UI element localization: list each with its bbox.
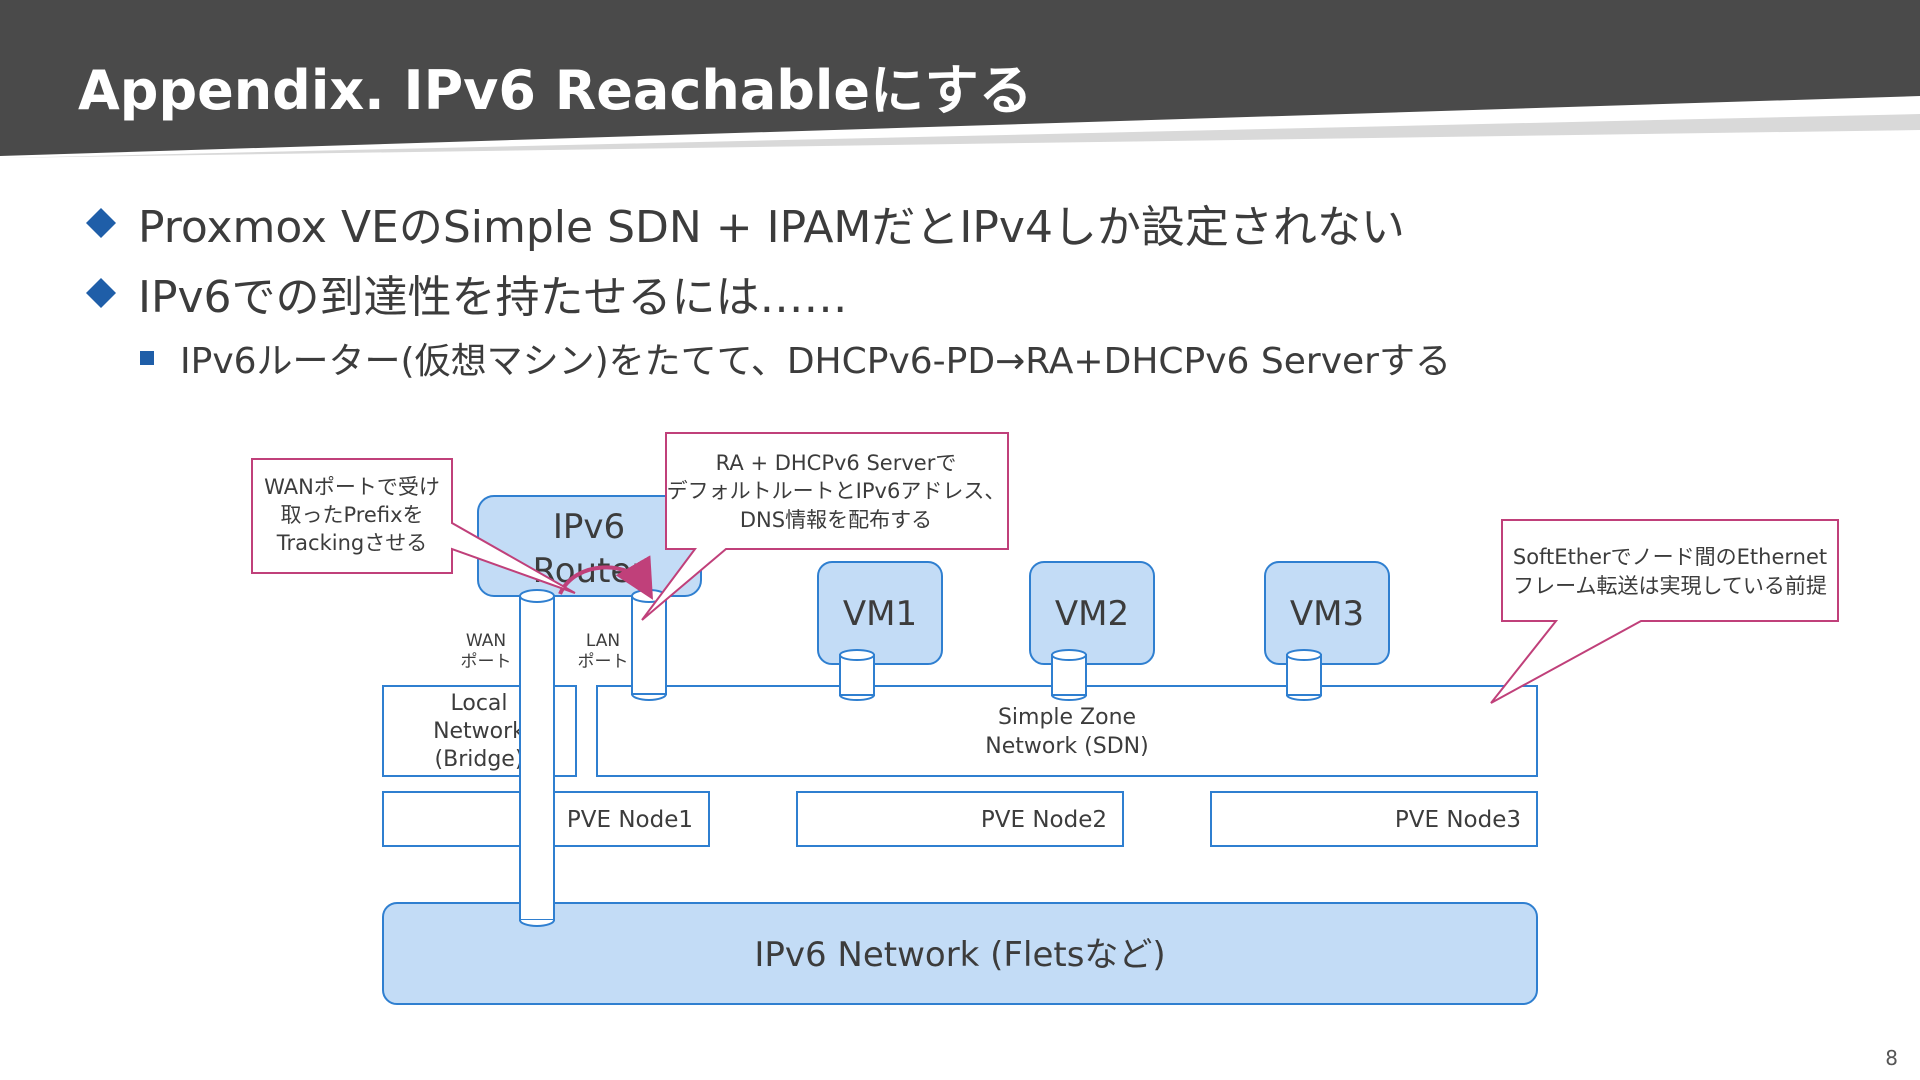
vm2-label: VM2	[1055, 594, 1129, 634]
ipv6-network-box	[382, 902, 1538, 1005]
callout-softether-line1: SoftEtherでノード間のEthernet	[1513, 545, 1827, 569]
callout-wan-line2: 取ったPrefixを	[280, 503, 423, 527]
vm2-box	[1029, 561, 1155, 665]
bullet-text: Proxmox VEのSimple SDN + IPAMだとIPv4しか設定され…	[138, 202, 1405, 253]
sub-bullet-text: IPv6ルーター(仮想マシン)をたてて、DHCPv6-PD→RA+DHCPv6 …	[180, 341, 1451, 382]
prefix-tracking-arrow	[558, 555, 654, 600]
callout-ra-line3: DNS情報を配布する	[740, 508, 932, 532]
header-band: Appendix. IPv6 Reachableにする	[0, 0, 1920, 158]
ipv6-network-label: IPv6 Network (Fletsなど)	[754, 935, 1165, 975]
router-label-line1: IPv6	[553, 507, 625, 547]
lan-port-cylinder	[631, 589, 667, 701]
pve-node3-label: PVE Node3	[1395, 807, 1521, 833]
local-network-label-line2: Network	[433, 719, 525, 744]
lan-port-label-line2: ポート	[578, 652, 629, 672]
bullet-text: IPv6での到達性を持たせるには……	[138, 272, 848, 323]
lan-port-label-line1: LAN	[586, 631, 620, 651]
callout-softether: SoftEtherでノード間のEthernet フレーム転送は実現している前提	[1490, 519, 1839, 704]
wan-port-label-line1: WAN	[466, 631, 506, 651]
pve-node1-label: PVE Node1	[567, 807, 693, 833]
sdn-label-line1: Simple Zone	[998, 705, 1136, 730]
bullet-item: IPv6での到達性を持たせるには……	[84, 258, 1884, 328]
pve-node3-box	[1210, 791, 1538, 847]
bullet-list: Proxmox VEのSimple SDN + IPAMだとIPv4しか設定され…	[84, 188, 1884, 388]
bullet-item: Proxmox VEのSimple SDN + IPAMだとIPv4しか設定され…	[84, 188, 1884, 258]
vm1-box	[817, 561, 943, 665]
vm1-port-cylinder	[839, 649, 875, 701]
vm3-box	[1264, 561, 1390, 665]
vm1-label: VM1	[843, 594, 917, 634]
header-shape	[0, 0, 1920, 158]
pve-node2-label: PVE Node2	[981, 807, 1107, 833]
sdn-label-line2: Network (SDN)	[985, 734, 1148, 759]
square-bullet-icon	[140, 351, 154, 365]
callout-ra-dhcpv6: RA + DHCPv6 Serverで デフォルトルートとIPv6アドレス、 D…	[641, 432, 1009, 621]
pve-node2-box	[796, 791, 1124, 847]
diamond-bullet-icon	[86, 278, 116, 308]
callout-ra-line2: デフォルトルートとIPv6アドレス、	[667, 479, 1006, 503]
sub-bullet-item: IPv6ルーター(仮想マシン)をたてて、DHCPv6-PD→RA+DHCPv6 …	[140, 328, 1884, 388]
diamond-bullet-icon	[86, 208, 116, 238]
callout-wan-line1: WANポートで受け	[264, 475, 440, 499]
vm3-label: VM3	[1290, 594, 1364, 634]
vm3-port-cylinder	[1286, 649, 1322, 701]
local-network-label-line1: Local	[450, 691, 507, 716]
callout-softether-line2: フレーム転送は実現している前提	[1513, 574, 1827, 598]
callout-wan-line3: Trackingさせる	[276, 531, 427, 555]
wan-port-cylinder	[519, 589, 555, 927]
sdn-box	[596, 685, 1538, 777]
callout-ra-line1: RA + DHCPv6 Serverで	[716, 451, 957, 475]
vm2-port-cylinder	[1051, 649, 1087, 701]
wan-port-label-line2: ポート	[461, 652, 512, 672]
callout-wan-tracking: WANポートで受け 取ったPrefixを Trackingさせる	[251, 458, 576, 594]
local-network-label-line3: (Bridge)	[435, 747, 524, 772]
slide-title: Appendix. IPv6 Reachableにする	[78, 59, 1033, 122]
page-number: 8	[1885, 1046, 1898, 1070]
